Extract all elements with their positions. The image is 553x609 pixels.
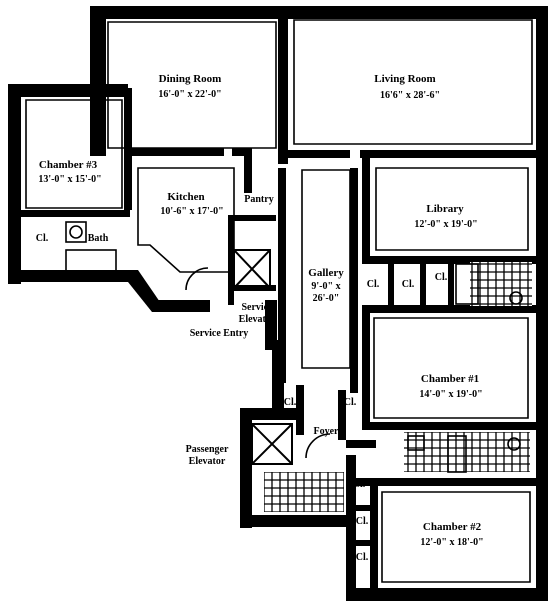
closet-label-4: Cl. (284, 397, 297, 408)
foyer-name: Foyer (314, 426, 340, 437)
closet-label-6: Cl. (353, 479, 366, 490)
chamber2-dims: 12'-0" x 18'-0" (420, 537, 483, 548)
closet-label-1: Cl. (367, 279, 380, 290)
dining-room-dims: 16'-0" x 22'-0" (158, 89, 221, 100)
interior-walls (20, 14, 540, 598)
passenger-elevator-line2: Elevator (189, 456, 226, 467)
room-labels: Dining Room 16'-0" x 22'-0" Living Room … (36, 73, 484, 563)
chamber1-dims: 14'-0" x 19'-0" (419, 389, 482, 400)
service-elevator-shaft (233, 249, 271, 289)
closet-label-7: Cl. (356, 516, 369, 527)
closet-label-8: Cl. (356, 552, 369, 563)
bath-name: Bath (88, 233, 109, 244)
service-elevator-line2: Elevator (239, 314, 276, 325)
closet-label-chamber3: Cl. (36, 233, 49, 244)
chamber3-name: Chamber #3 (39, 159, 98, 171)
closet-label-2: Cl. (402, 279, 415, 290)
service-entry-name: Service Entry (190, 328, 249, 339)
library-name: Library (426, 203, 464, 215)
chamber1-name: Chamber #1 (421, 373, 479, 385)
dining-room-name: Dining Room (159, 73, 222, 85)
service-elevator-line1: Service (241, 302, 273, 313)
gallery-name: Gallery (308, 267, 344, 279)
gallery-dims-line1: 9'-0" x (311, 281, 340, 292)
living-room-name: Living Room (374, 73, 435, 85)
closet-label-5: Cl. (344, 397, 357, 408)
passenger-elevator-shaft (251, 423, 293, 465)
kitchen-dims: 10'-6" x 17'-0" (160, 206, 223, 217)
library-dims: 12'-0" x 19'-0" (414, 219, 477, 230)
passenger-elevator-line1: Passenger (186, 444, 229, 455)
kitchen-name: Kitchen (167, 191, 204, 203)
chamber2-name: Chamber #2 (423, 521, 482, 533)
room-outlines (25, 19, 533, 583)
living-room-dims: 16'6" x 28'-6" (380, 90, 440, 101)
exterior-walls (8, 6, 548, 601)
fixtures (65, 221, 523, 473)
door-swings (185, 267, 331, 459)
chamber3-dims: 13'-0" x 15'-0" (38, 174, 101, 185)
pantry-name: Pantry (244, 194, 273, 205)
gallery-dims-line2: 26'-0" (313, 293, 340, 304)
closet-label-3: Cl. (435, 272, 448, 283)
bath-tiles (264, 262, 532, 512)
